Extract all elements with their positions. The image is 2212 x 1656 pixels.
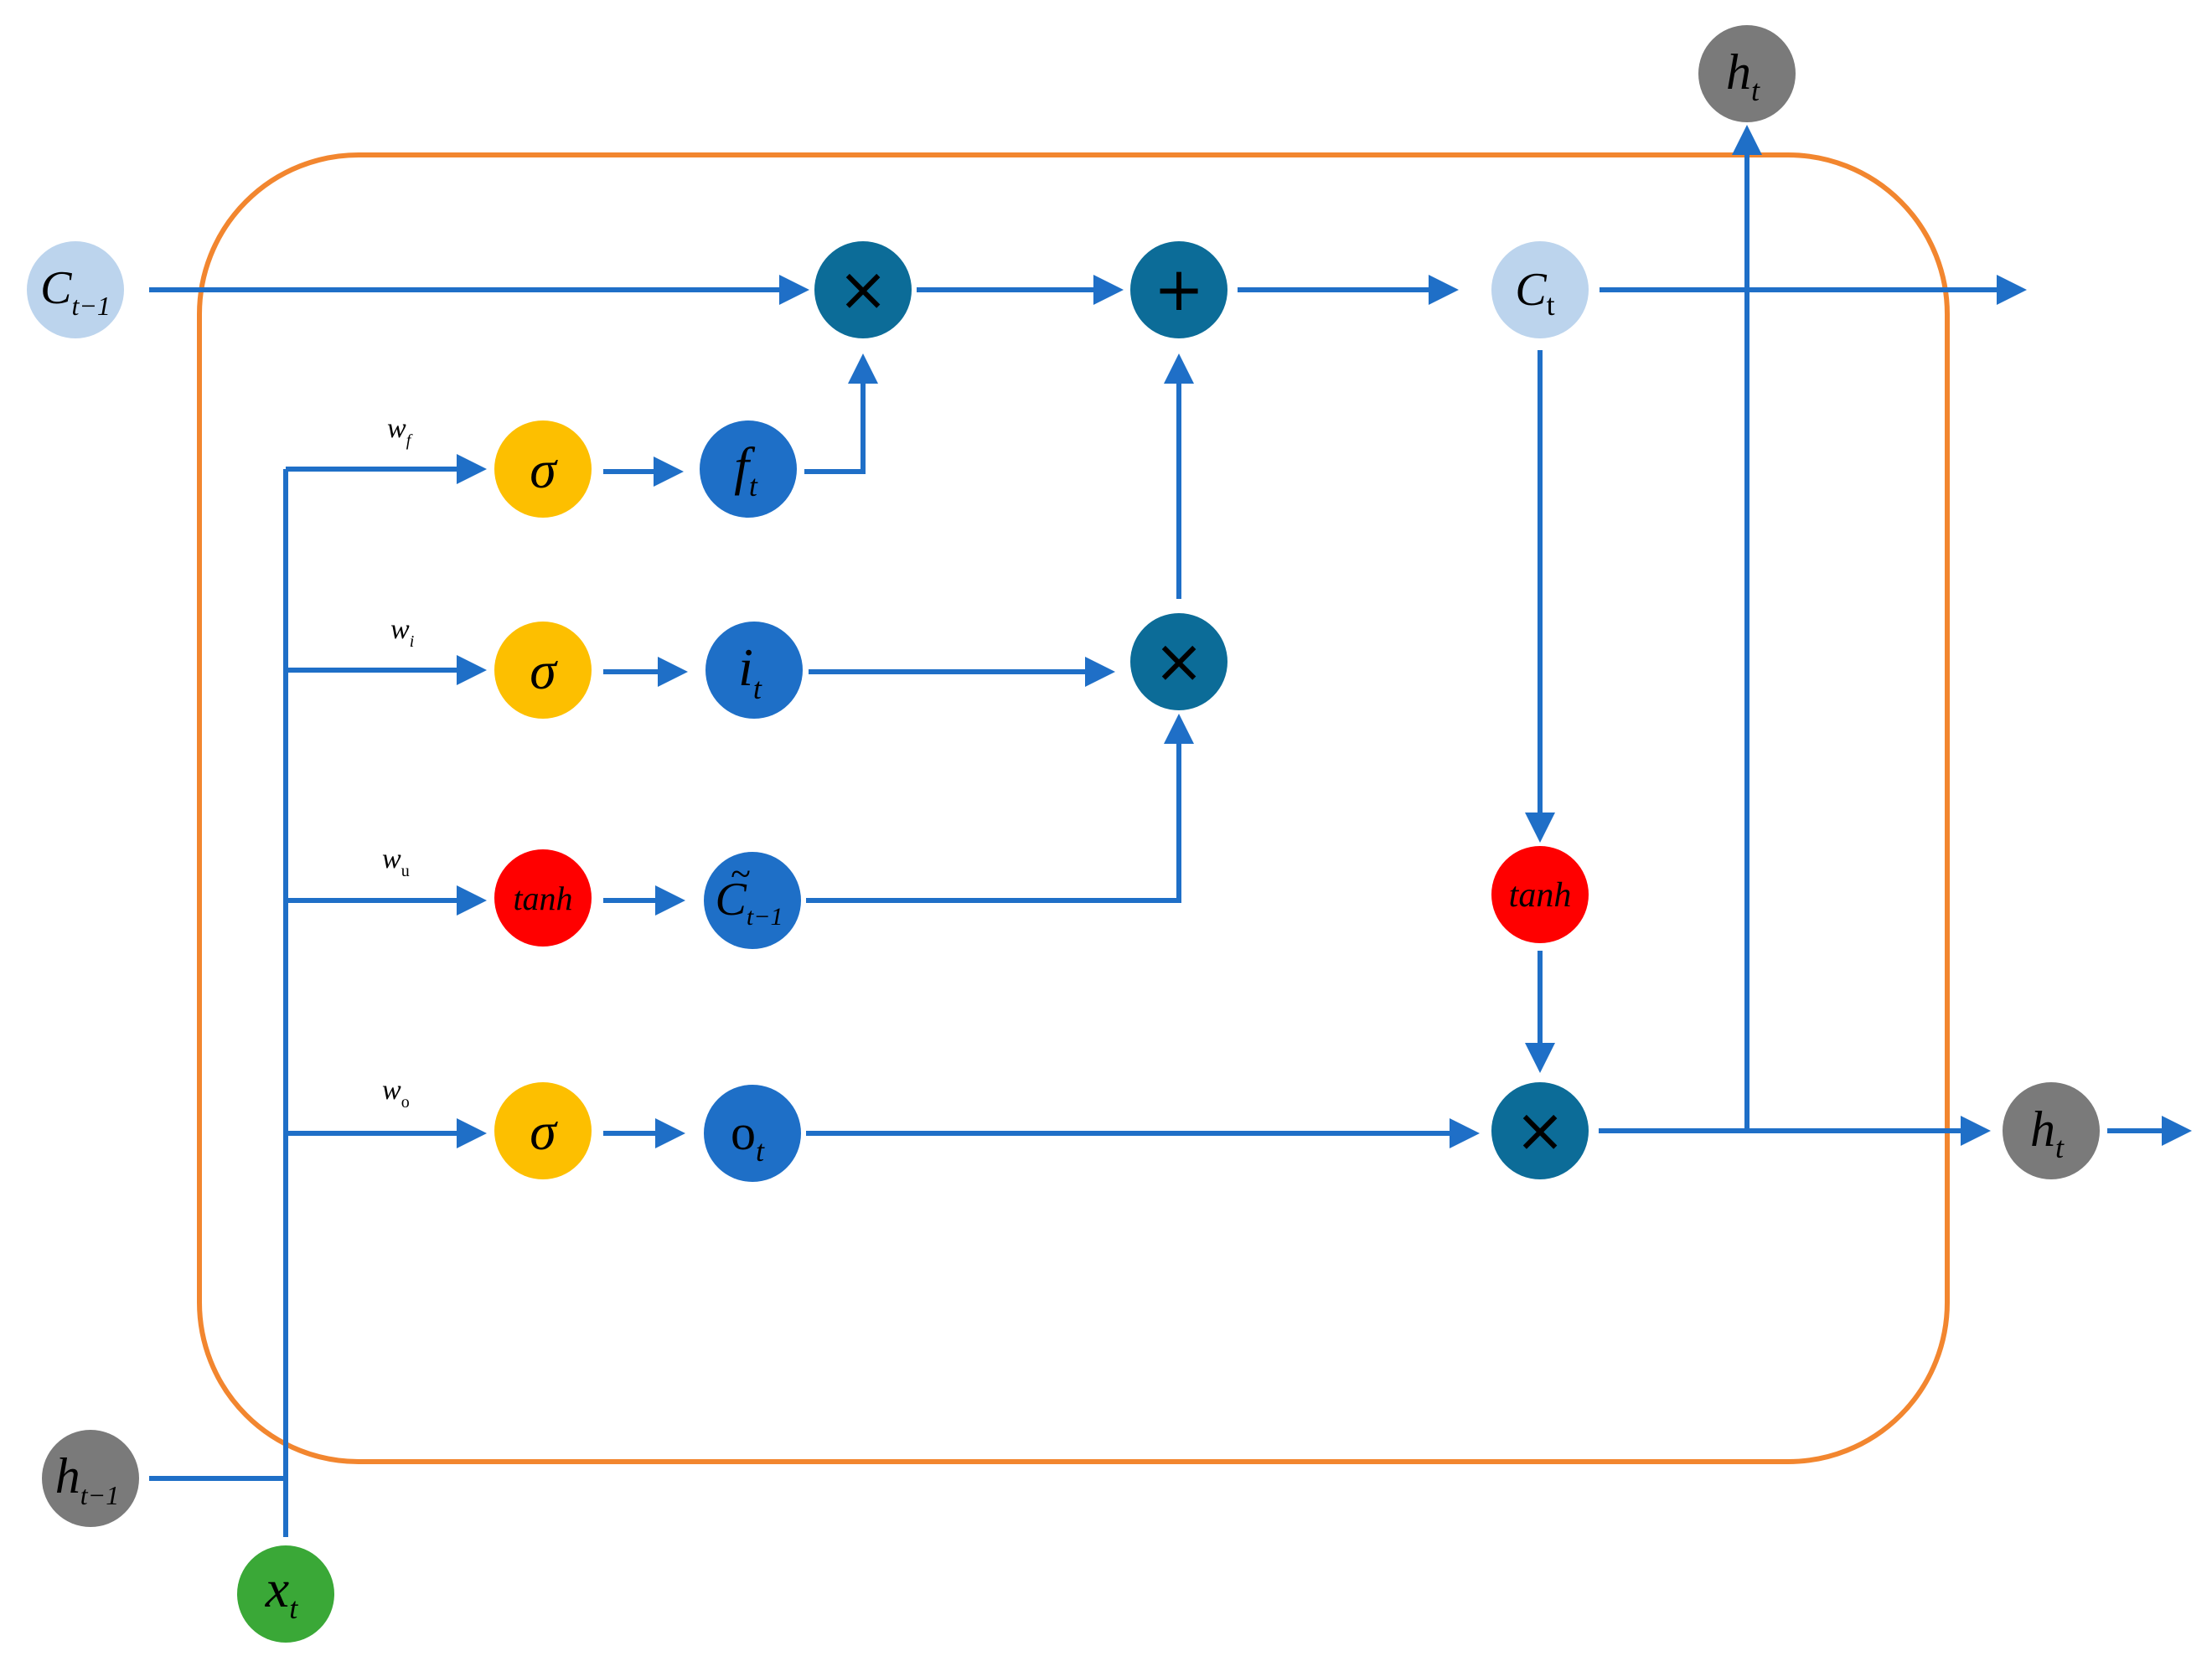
svg-text:Ct−1: Ct−1 xyxy=(716,874,783,931)
svg-text:×: × xyxy=(1154,626,1204,696)
svg-text:ot: ot xyxy=(731,1105,765,1168)
i-t-node: it xyxy=(705,622,803,719)
f-t-node: ft xyxy=(700,420,797,518)
svg-text:σ: σ xyxy=(530,440,558,499)
weight-label-wf: wf xyxy=(387,413,413,450)
x-t-node: xt xyxy=(237,1545,334,1643)
output-tanh-node: tanh xyxy=(1491,846,1589,943)
forget-multiply-node: × xyxy=(814,241,912,338)
weight-label-wo: wo xyxy=(382,1075,410,1112)
svg-text:×: × xyxy=(1515,1095,1565,1165)
h-t-top-node: ht xyxy=(1698,25,1796,122)
svg-text:tanh: tanh xyxy=(513,880,572,917)
c-tilde-node: ~ Ct−1 xyxy=(704,852,801,949)
svg-text:ht−1: ht−1 xyxy=(55,1448,119,1510)
input-sigma-node: σ xyxy=(494,622,592,719)
cell-add-node: + xyxy=(1130,241,1227,338)
svg-text:ht: ht xyxy=(2030,1101,2065,1164)
svg-text:σ: σ xyxy=(530,1101,558,1161)
svg-text:Ct: Ct xyxy=(1515,264,1554,322)
candidate-tanh-node: tanh xyxy=(494,849,592,947)
output-sigma-node: σ xyxy=(494,1082,592,1179)
output-multiply-node: × xyxy=(1491,1082,1589,1179)
weight-label-wu: wu xyxy=(382,843,410,880)
h-t-output-node: ht xyxy=(2003,1082,2100,1179)
svg-text:×: × xyxy=(838,254,888,324)
svg-text:xt: xt xyxy=(265,1559,298,1625)
forget-sigma-node: σ xyxy=(494,420,592,518)
arrow-ctilde-to-input-mult xyxy=(806,714,1194,903)
h-prev-node: ht−1 xyxy=(42,1430,139,1527)
svg-text:ht: ht xyxy=(1726,44,1760,107)
weight-label-wi: wi xyxy=(390,614,414,651)
svg-text:+: + xyxy=(1154,254,1204,324)
lstm-cell-border xyxy=(197,152,1950,1464)
svg-text:tanh: tanh xyxy=(1509,876,1572,915)
c-t-node: Ct xyxy=(1491,241,1589,338)
svg-text:it: it xyxy=(738,637,762,705)
input-multiply-node: × xyxy=(1130,613,1227,710)
connection-lines xyxy=(149,125,2192,1537)
svg-text:~: ~ xyxy=(731,854,751,895)
svg-text:σ: σ xyxy=(530,641,558,700)
c-prev-node: Ct−1 xyxy=(27,241,124,338)
arrow-ft-to-forget-mult xyxy=(804,353,878,474)
svg-text:Ct−1: Ct−1 xyxy=(40,262,111,321)
o-t-node: ot xyxy=(704,1085,801,1182)
